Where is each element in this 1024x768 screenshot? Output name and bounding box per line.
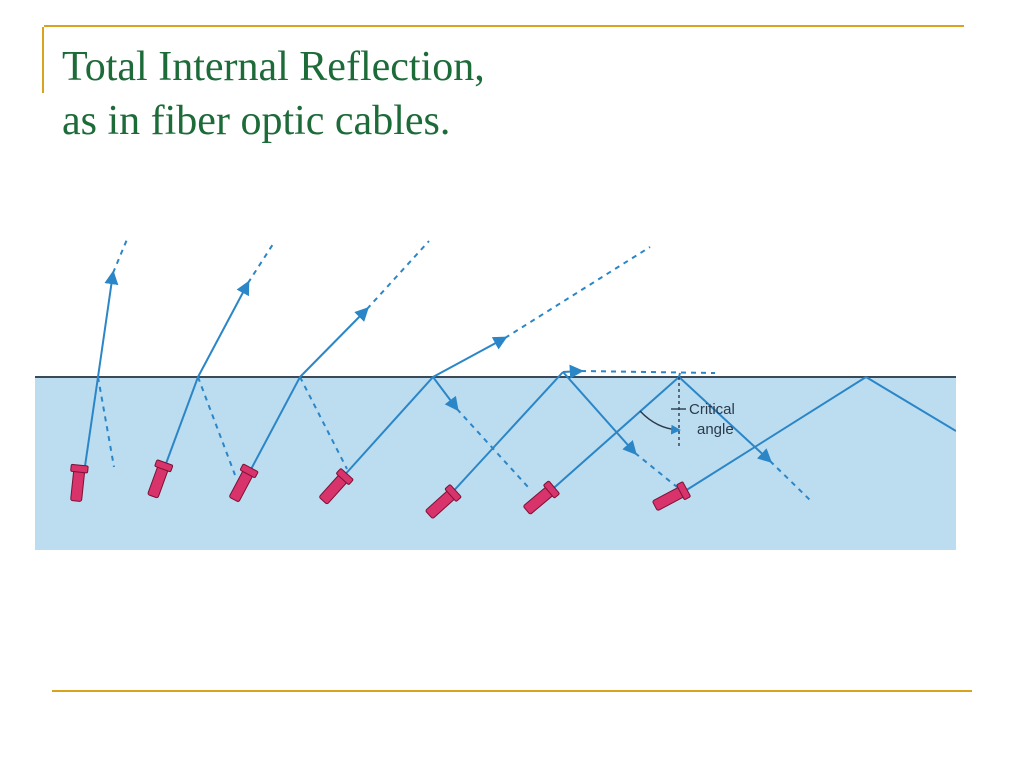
flashlight-icon <box>523 480 560 515</box>
top-divider-line <box>44 25 964 27</box>
flashlight-icon <box>147 459 174 499</box>
flashlight-icon <box>652 481 691 511</box>
total-internal-reflection-diagram: Critical angle <box>35 225 956 550</box>
light-ray-2 <box>163 240 276 476</box>
light-ray-5 <box>447 364 716 498</box>
title-line-1: Total Internal Reflection, <box>62 44 485 90</box>
title-accent-bar <box>42 27 44 93</box>
flashlight-icon <box>70 463 89 502</box>
critical-angle-indicator <box>639 377 686 447</box>
flashlight-icon <box>229 463 259 502</box>
title-line-2: as in fiber optic cables. <box>62 98 451 144</box>
slide-title: Total Internal Reflection, as in fiber o… <box>62 40 485 148</box>
bottom-divider-line <box>52 690 972 692</box>
light-ray-3 <box>248 240 430 474</box>
light-ray-1 <box>83 236 129 474</box>
water-region <box>35 377 956 550</box>
flashlight-icon <box>425 484 462 519</box>
critical-label-line-2: angle <box>697 421 734 438</box>
critical-label-line-1: Critical <box>689 401 735 418</box>
light-ray-7 <box>684 376 956 492</box>
flashlight-icon <box>319 468 354 505</box>
